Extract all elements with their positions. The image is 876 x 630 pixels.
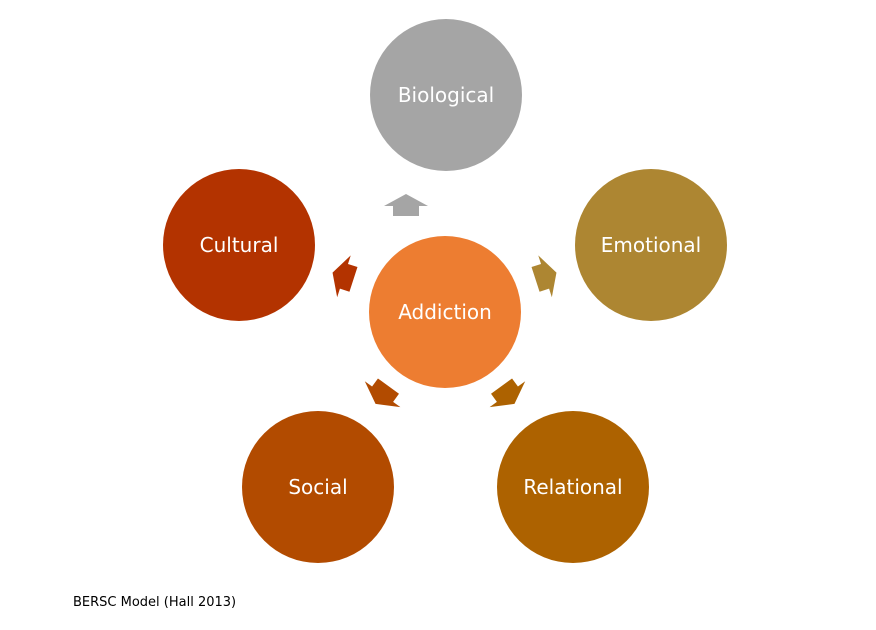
node-cultural-circle xyxy=(163,169,315,321)
node-biological: Biological xyxy=(370,19,522,171)
arrow-to-relational xyxy=(489,378,526,408)
node-emotional: Emotional xyxy=(575,169,727,321)
arrow-to-emotional xyxy=(531,255,557,298)
arrows xyxy=(332,194,557,408)
node-addiction-circle xyxy=(369,236,521,388)
node-relational: Relational xyxy=(497,411,649,563)
node-biological-circle xyxy=(370,19,522,171)
node-social-label: Social xyxy=(288,475,347,499)
node-relational-label: Relational xyxy=(523,475,622,499)
node-social-circle xyxy=(242,411,394,563)
arrow-to-biological xyxy=(384,194,428,216)
node-biological-label: Biological xyxy=(398,83,494,107)
node-social: Social xyxy=(242,411,394,563)
node-relational-circle xyxy=(497,411,649,563)
node-addiction-label: Addiction xyxy=(398,300,492,324)
arrow-to-cultural xyxy=(332,255,358,298)
node-cultural: Cultural xyxy=(163,169,315,321)
node-emotional-circle xyxy=(575,169,727,321)
node-emotional-label: Emotional xyxy=(601,233,701,257)
arrow-to-social xyxy=(364,378,401,408)
node-cultural-label: Cultural xyxy=(200,233,279,257)
node-addiction: Addiction xyxy=(369,236,521,388)
caption: BERSC Model (Hall 2013) xyxy=(73,595,237,610)
